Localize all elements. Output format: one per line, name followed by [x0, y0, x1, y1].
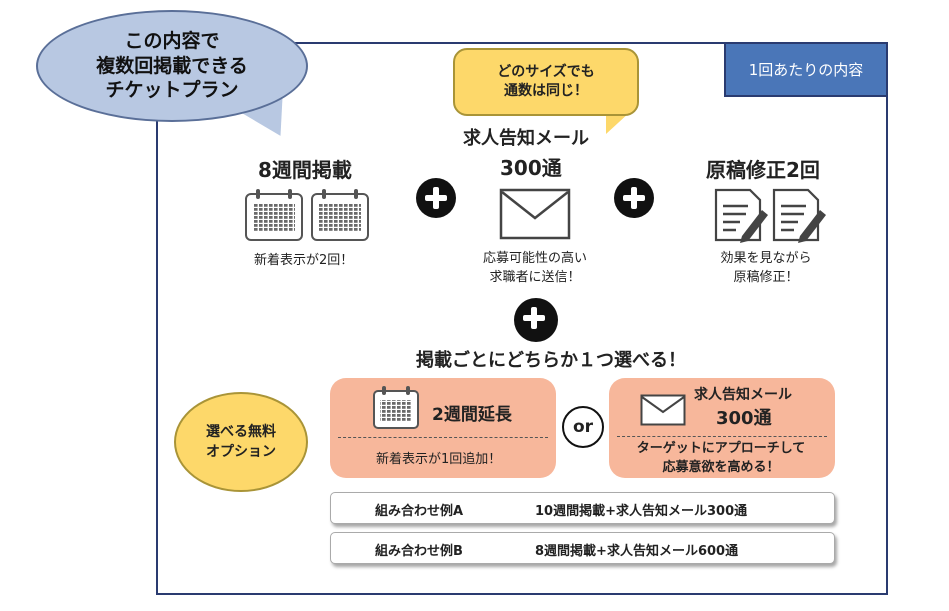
mail-heading: 求人告知メール	[463, 128, 589, 149]
plus-icon	[614, 178, 654, 218]
option-mail-heading: 求人告知メール	[694, 387, 792, 403]
option-extend-divider	[338, 437, 548, 438]
example-label: 組み合わせ例A	[375, 504, 464, 519]
callout-tail	[606, 112, 630, 134]
document-edit-icon	[714, 188, 826, 243]
bubble-line-3: チケットプラン	[105, 79, 239, 102]
same-count-callout: どのサイズでも 通数は同じ！	[453, 48, 639, 116]
option-mail-desc-line-1: ターゲットにアプローチして	[636, 441, 806, 456]
mail-desc-line-1: 応募可能性の高い	[482, 251, 587, 266]
example-row-b: 組み合わせ例B 8週間掲載+求人告知メール600通	[330, 532, 835, 564]
option-extend-card	[330, 378, 556, 478]
example-label: 組み合わせ例B	[375, 544, 463, 559]
callout-line-1: どのサイズでも	[497, 64, 595, 81]
revision-desc-line-1: 効果を見ながら	[720, 251, 812, 266]
mail-desc: 応募可能性の高い 求職者に送信！	[478, 250, 592, 288]
option-mail-desc-line-2: 応募意欲を高める！	[662, 459, 780, 475]
or-circle: or	[562, 406, 604, 448]
weeks-desc: 新着表示が2回！	[254, 253, 354, 268]
ticket-plan-bubble: この内容で 複数回掲載できる チケットプラン	[36, 10, 308, 122]
envelope-icon	[640, 394, 686, 426]
revision-title: 原稿修正2回	[706, 158, 820, 182]
mail-count: 300通	[500, 156, 562, 180]
option-mail-count: 300通	[716, 408, 772, 429]
weeks-title: 8週間掲載	[258, 158, 352, 182]
example-row-a: 組み合わせ例A 10週間掲載+求人告知メール300通	[330, 492, 835, 524]
free-option-badge: 選べる無料 オプション	[174, 392, 308, 492]
choose-one-text: 掲載ごとにどちらか１つ選べる！	[416, 350, 686, 371]
callout-line-2: 通数は同じ！	[504, 83, 588, 99]
per-time-tag: 1回あたりの内容	[724, 42, 888, 97]
option-mail-desc: ターゲットにアプローチして 応募意欲を高める！	[626, 440, 816, 478]
bubble-line-2: 複数回掲載できる	[96, 54, 248, 77]
example-value: 8週間掲載+求人告知メール600通	[535, 544, 739, 559]
calendar-icon	[245, 189, 369, 241]
plus-icon	[514, 298, 558, 342]
example-value: 10週間掲載+求人告知メール300通	[535, 504, 748, 519]
free-option-line-1: 選べる無料	[206, 423, 276, 440]
revision-desc: 効果を見ながら 原稿修正！	[714, 250, 818, 288]
revision-desc-line-2: 原稿修正！	[733, 269, 799, 285]
option-extend-desc: 新着表示が1回追加！	[376, 452, 502, 467]
plus-icon	[416, 178, 456, 218]
calendar-icon	[373, 386, 419, 429]
free-option-line-2: オプション	[206, 444, 276, 460]
option-extend-title: 2週間延長	[432, 405, 512, 425]
option-mail-divider	[617, 436, 827, 437]
envelope-icon	[499, 188, 571, 240]
mail-desc-line-2: 求職者に送信！	[489, 269, 581, 285]
bubble-line-1: この内容で	[124, 29, 220, 52]
